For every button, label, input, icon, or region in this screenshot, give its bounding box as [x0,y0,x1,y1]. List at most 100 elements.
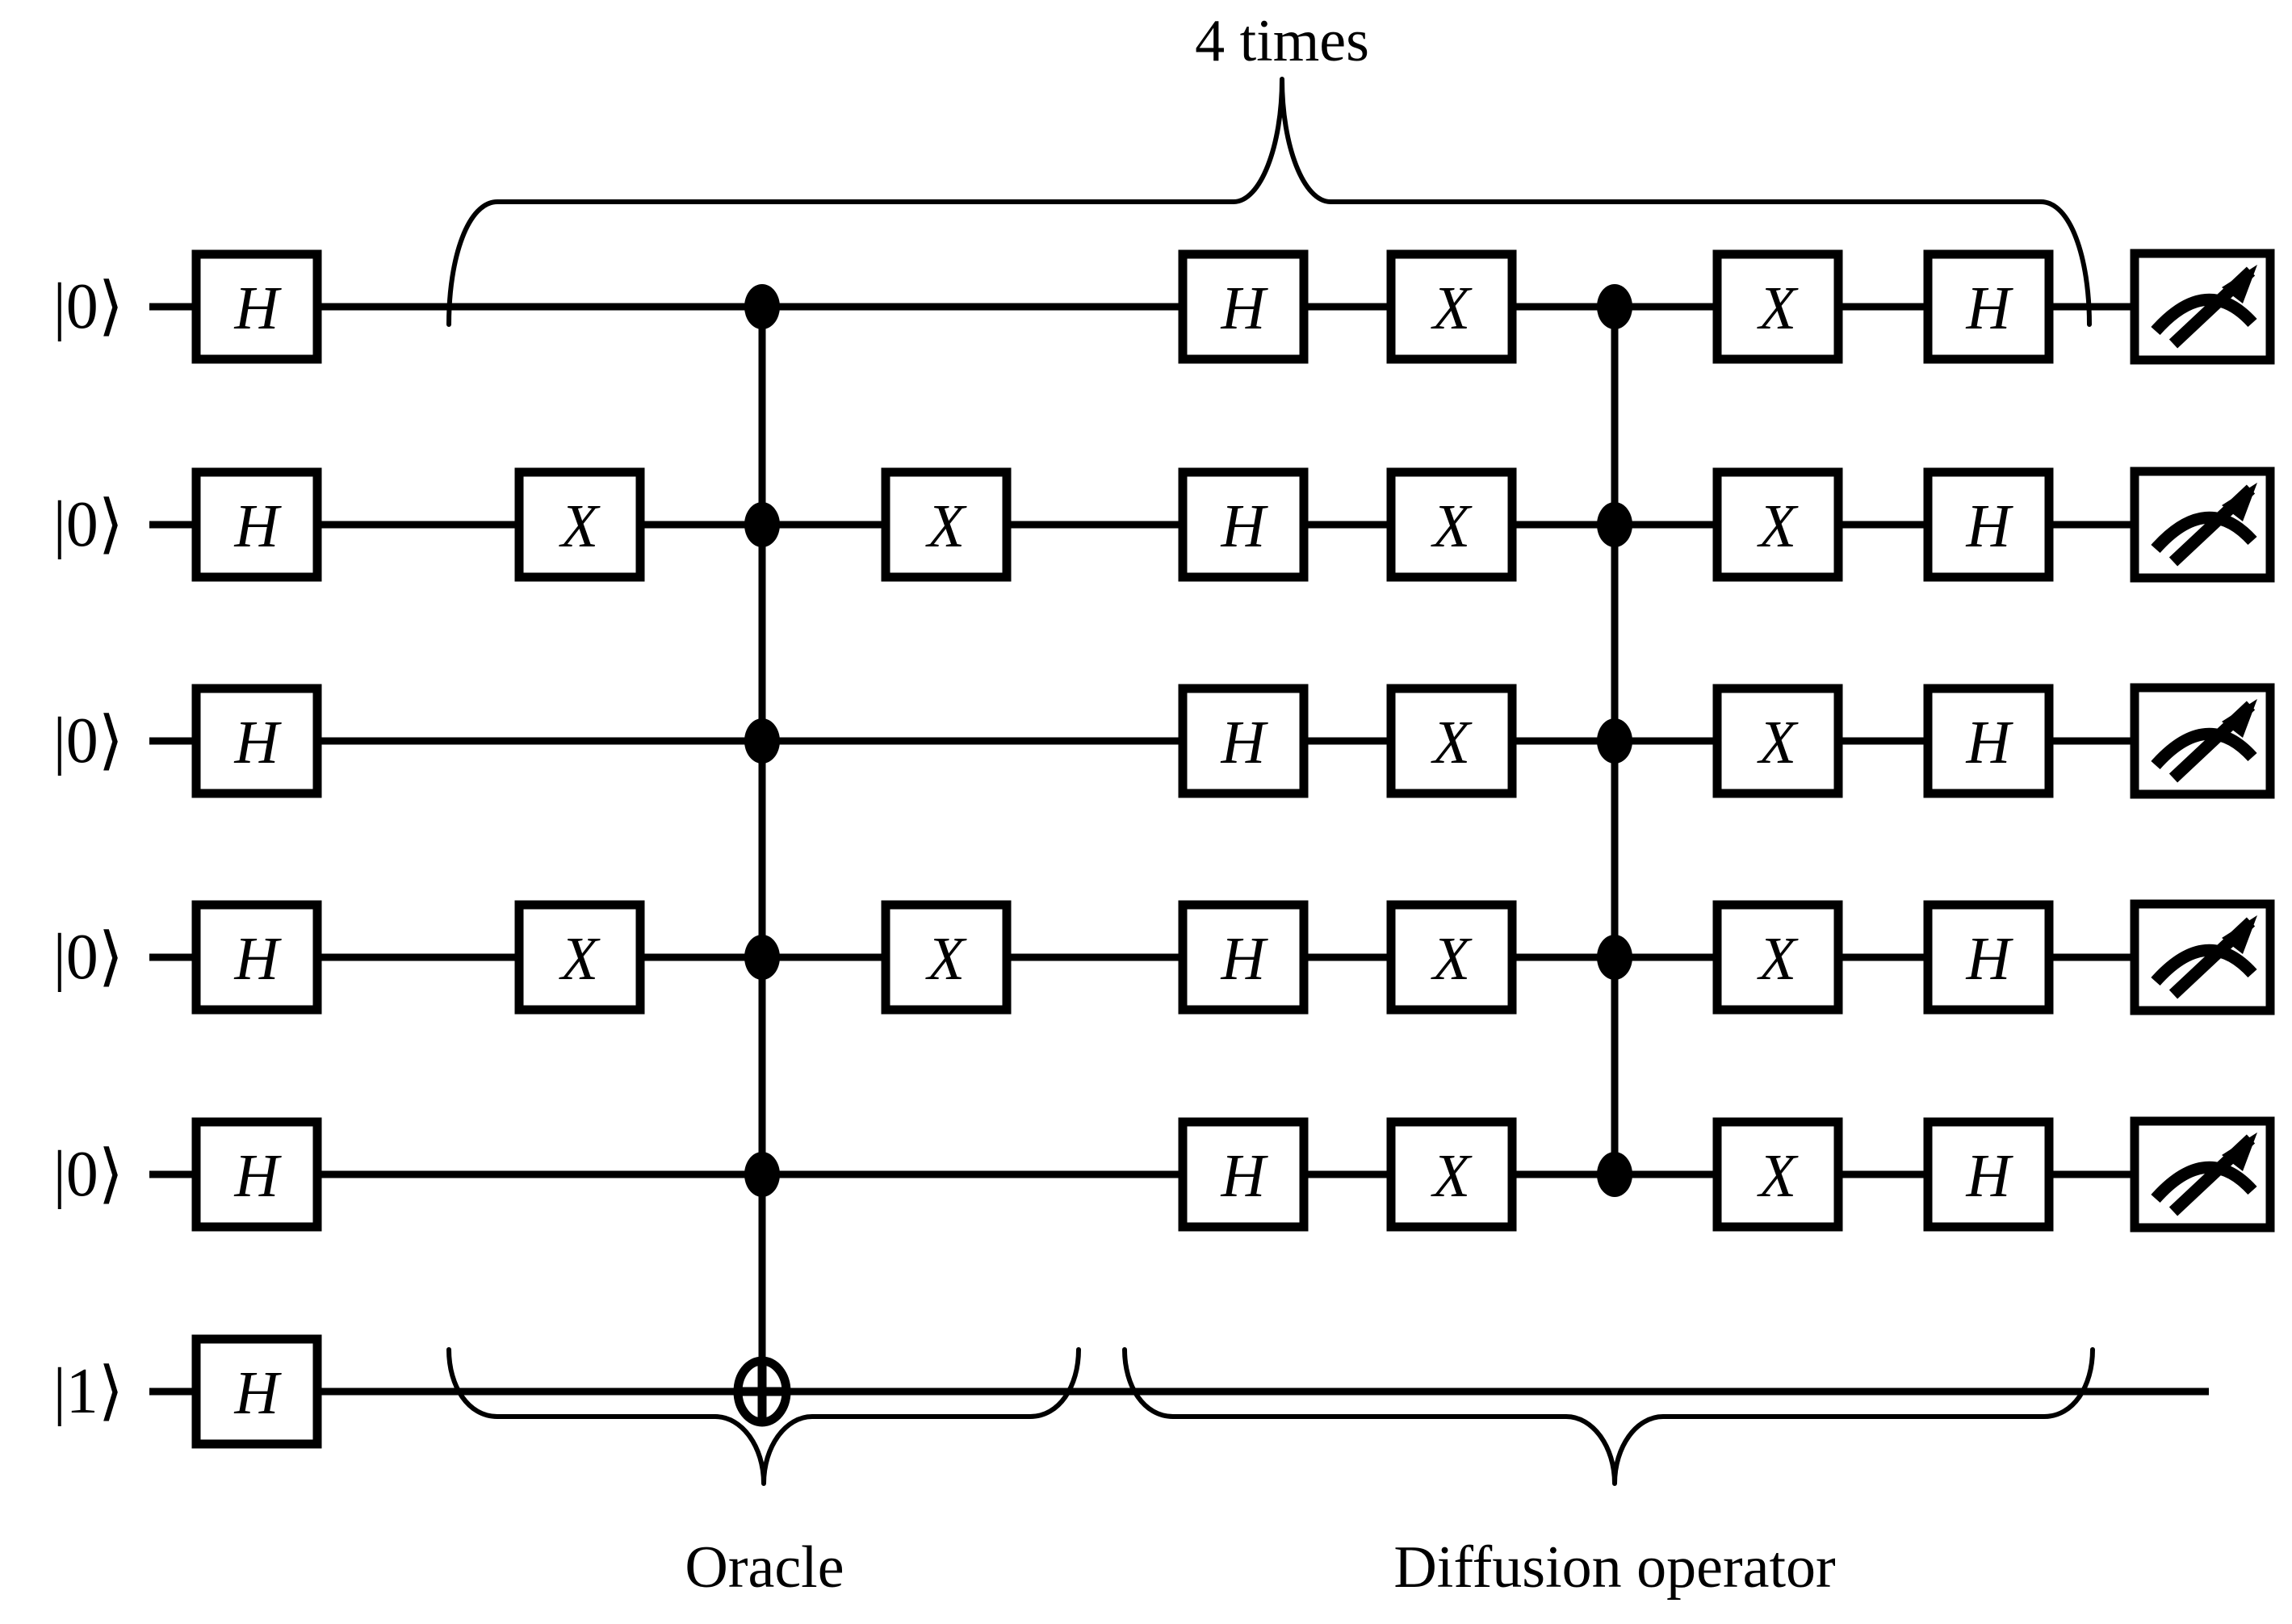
gate-h-q2-init[interactable]: H [191,684,322,798]
gate-x-q1-diff-pre[interactable]: X [1386,467,1517,582]
gate-x-q1-diff-post-box[interactable] [1712,467,1843,582]
gate-h-q1-diff-pre[interactable]: H [1178,467,1309,582]
gate-x-q3-diff-pre-box[interactable] [1386,900,1517,1015]
diffusion-multi-controlled-z-control-dot-q2[interactable] [1597,718,1632,764]
gate-x-q3-oracle-pre[interactable]: X [514,900,645,1015]
oracle-multi-controlled-not-control-dot-q4[interactable] [744,1152,780,1197]
oracle-multi-controlled-not-control-dot-q3[interactable] [744,935,780,980]
qubit-ket-label-q0: |0⟩ [52,271,124,342]
measurement-gates [2130,249,2275,1233]
gate-h-q3-init[interactable]: H [191,900,322,1015]
gate-h-q4-init[interactable]: H [191,1117,322,1232]
measure-q1-box[interactable] [2130,467,2275,583]
gate-h-q4-diff-pre[interactable]: H [1178,1117,1309,1232]
gate-h-q2-diff-post-box[interactable] [1923,684,2054,798]
measure-q4[interactable] [2130,1116,2275,1233]
gate-x-q1-diff-post[interactable]: X [1712,467,1843,582]
gate-x-q1-oracle-pre[interactable]: X [514,467,645,582]
gate-x-q1-oracle-post-box[interactable] [881,467,1012,582]
diffusion-section-label: Diffusion operator [1393,1534,1836,1601]
gate-h-q5-init-label: H [234,1359,283,1427]
gate-h-q1-diff-pre-box[interactable] [1178,467,1309,582]
measure-q2-box[interactable] [2130,683,2275,799]
gate-x-q2-diff-post[interactable]: X [1712,684,1843,798]
meter-arrowhead-icon [2222,265,2257,303]
oracle-multi-controlled-not-control-dot-q1[interactable] [744,502,780,547]
gate-h-q4-init-box[interactable] [191,1117,322,1232]
gate-h-q0-diff-post-box[interactable] [1923,249,2054,364]
measure-q4-box[interactable] [2130,1116,2275,1233]
gate-x-q1-oracle-pre-box[interactable] [514,467,645,582]
diffusion-multi-controlled-z-control-dot-q4[interactable] [1597,1152,1632,1197]
gate-h-q2-diff-pre-box[interactable] [1178,684,1309,798]
gate-h-q2-init-box[interactable] [191,684,322,798]
diffusion-multi-controlled-z-control-dot-q0[interactable] [1597,284,1632,329]
gate-h-q4-diff-post-label: H [1966,1142,2014,1210]
gate-h-q2-diff-pre-label: H [1221,709,1269,776]
gate-h-q4-diff-post-box[interactable] [1923,1117,2054,1232]
gate-h-q2-diff-pre[interactable]: H [1178,684,1309,798]
gate-h-q0-init-box[interactable] [191,249,322,364]
measure-q0[interactable] [2130,249,2275,365]
gate-h-q3-init-box[interactable] [191,900,322,1015]
gate-h-q2-diff-post-label: H [1966,709,2014,776]
meter-arc-icon [2151,293,2257,336]
gate-x-q3-diff-pre[interactable]: X [1386,900,1517,1015]
gate-x-q0-diff-pre-box[interactable] [1386,249,1517,364]
gate-h-q1-init-label: H [234,492,283,560]
gate-x-q1-diff-pre-box[interactable] [1386,467,1517,582]
gate-x-q4-diff-post-label: X [1757,1142,1799,1210]
gate-x-q3-diff-post[interactable]: X [1712,900,1843,1015]
gate-x-q4-diff-pre[interactable]: X [1386,1117,1517,1232]
gate-h-q0-diff-post-label: H [1966,274,2014,342]
gate-h-q1-init[interactable]: H [191,467,322,582]
gate-x-q3-diff-pre-label: X [1431,925,1473,993]
diffusion-multi-controlled-z-control-dot-q3[interactable] [1597,935,1632,980]
gate-h-q3-diff-pre[interactable]: H [1178,900,1309,1015]
gate-h-q4-diff-post[interactable]: H [1923,1117,2054,1232]
gate-x-q3-diff-post-box[interactable] [1712,900,1843,1015]
gate-h-q3-diff-post[interactable]: H [1923,900,2054,1015]
gate-h-q1-diff-post[interactable]: H [1923,467,2054,582]
gate-x-q2-diff-pre-label: X [1431,709,1473,776]
gate-x-q3-oracle-pre-box[interactable] [514,900,645,1015]
gate-x-q3-oracle-post-box[interactable] [881,900,1012,1015]
measure-q1[interactable] [2130,467,2275,583]
gate-h-q2-diff-post[interactable]: H [1923,684,2054,798]
gate-x-q2-diff-post-label: X [1757,709,1799,776]
gate-x-q3-oracle-post[interactable]: X [881,900,1012,1015]
gate-h-q3-diff-post-box[interactable] [1923,900,2054,1015]
gate-h-q0-diff-pre[interactable]: H [1178,249,1309,364]
gate-x-q0-diff-pre[interactable]: X [1386,249,1517,364]
gate-x-q4-diff-post-box[interactable] [1712,1117,1843,1232]
oracle-multi-controlled-not-control-dot-q2[interactable] [744,718,780,764]
meter-arrowhead-icon [2222,915,2257,954]
gate-x-q1-oracle-post[interactable]: X [881,467,1012,582]
measure-q3-box[interactable] [2130,899,2275,1015]
gate-h-q3-diff-pre-box[interactable] [1178,900,1309,1015]
gate-h-q0-init[interactable]: H [191,249,322,364]
gate-x-q4-diff-post[interactable]: X [1712,1117,1843,1232]
gate-x-q0-diff-post-box[interactable] [1712,249,1843,364]
qubit-ket-label-q2: |0⟩ [52,705,124,776]
gate-x-q2-diff-pre[interactable]: X [1386,684,1517,798]
measure-q2[interactable] [2130,683,2275,799]
gate-x-q2-diff-post-box[interactable] [1712,684,1843,798]
gate-h-q1-init-box[interactable] [191,467,322,582]
oracle-multi-controlled-not-control-dot-q0[interactable] [744,284,780,329]
gate-h-q0-diff-pre-box[interactable] [1178,249,1309,364]
gate-x-q2-diff-pre-box[interactable] [1386,684,1517,798]
gate-x-q4-diff-pre-box[interactable] [1386,1117,1517,1232]
measure-q0-box[interactable] [2130,249,2275,365]
gate-h-q0-diff-post[interactable]: H [1923,249,2054,364]
gate-h-q4-diff-pre-box[interactable] [1178,1117,1309,1232]
diffusion-multi-controlled-z-control-dot-q1[interactable] [1597,502,1632,547]
measure-q3[interactable] [2130,899,2275,1015]
gate-h-q5-init[interactable]: H [191,1334,322,1449]
gate-x-q0-diff-pre-label: X [1431,274,1473,342]
gate-h-q5-init-box[interactable] [191,1334,322,1449]
gate-h-q1-diff-post-box[interactable] [1923,467,2054,582]
gate-x-q0-diff-post[interactable]: X [1712,249,1843,364]
gate-h-q4-diff-pre-label: H [1221,1142,1269,1210]
